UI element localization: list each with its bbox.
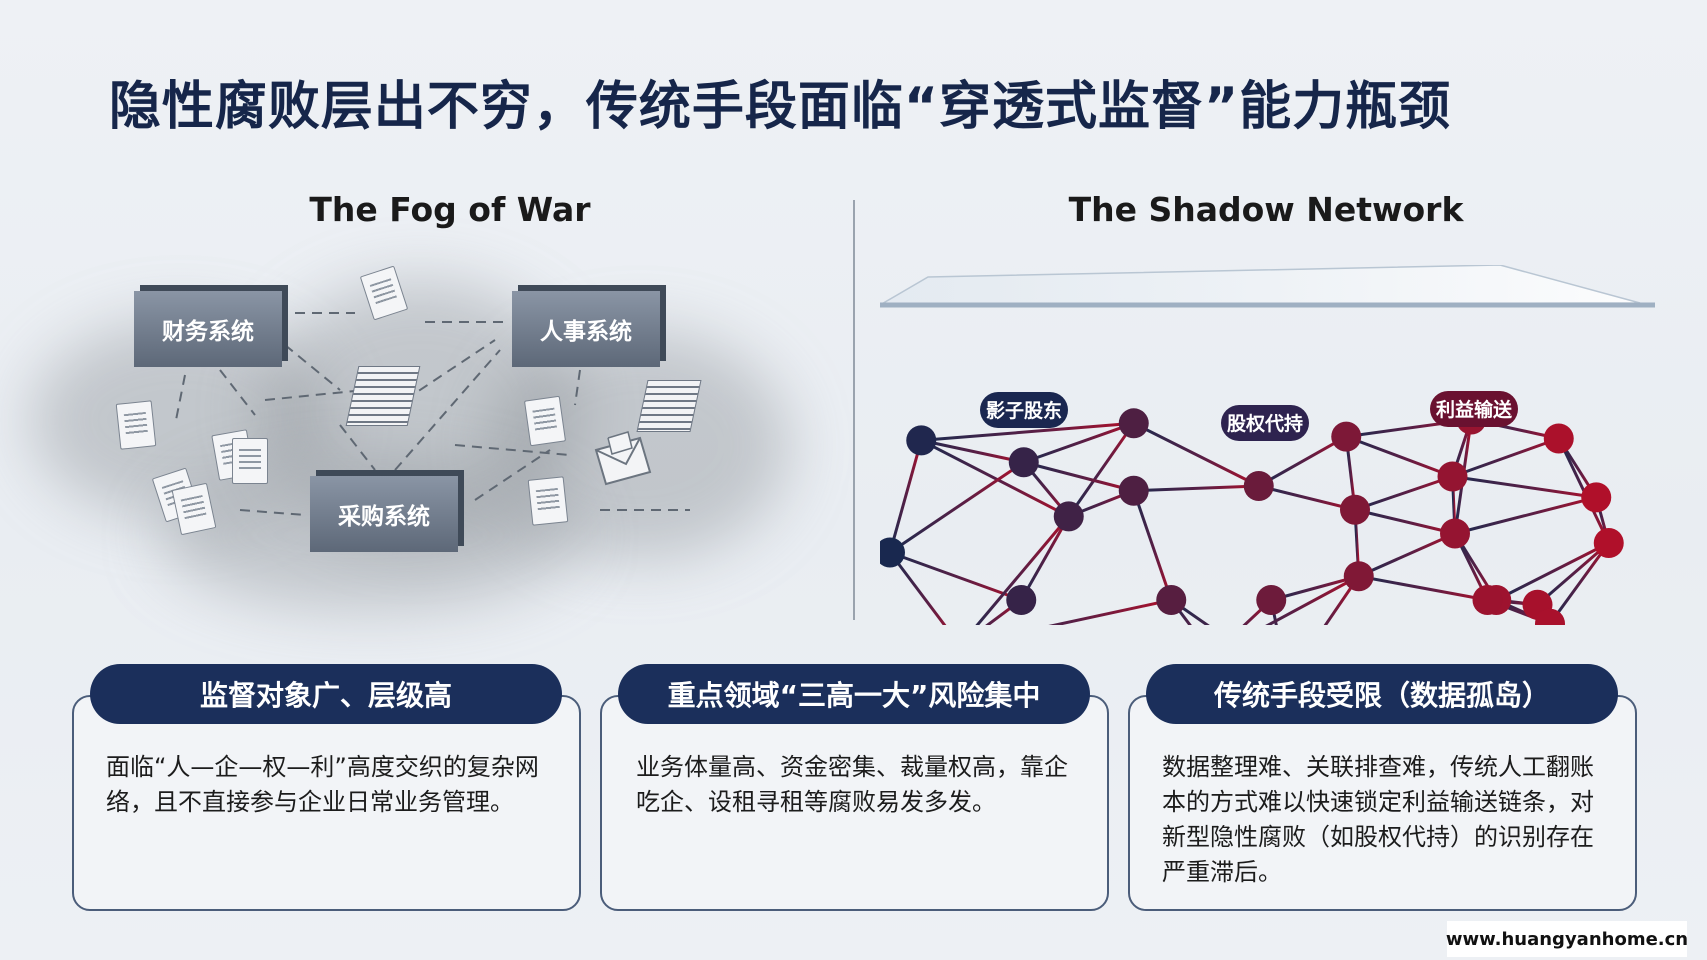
network-node bbox=[1243, 471, 1274, 501]
network-node bbox=[1543, 423, 1574, 454]
label-pill bbox=[1430, 391, 1518, 427]
page-title: 隐性腐败层出不穷，传统手段面临“穿透式监督”能力瓶颈 bbox=[108, 77, 1452, 137]
network-edge bbox=[1452, 475, 1597, 499]
network-node bbox=[1118, 408, 1149, 439]
card-key-areas-risk bbox=[600, 695, 1109, 911]
network-edge bbox=[1536, 541, 1610, 606]
network-edge bbox=[1133, 421, 1260, 488]
panel-divider bbox=[853, 200, 855, 620]
network-labels: 影子股东 股权代持 利益输送 bbox=[980, 391, 1518, 441]
document-stack-icon bbox=[345, 366, 421, 426]
network-edge bbox=[888, 439, 923, 553]
card-header-key-areas-risk: 重点领域“三高一大”风险集中 bbox=[618, 664, 1090, 724]
network-edge bbox=[975, 515, 1070, 625]
network-edge bbox=[1023, 460, 1135, 493]
network-node bbox=[1331, 421, 1362, 452]
finance-system-box: 财务系统 bbox=[134, 291, 282, 367]
network-edge bbox=[920, 439, 1070, 518]
card-traditional-limits bbox=[1128, 695, 1637, 911]
network-node bbox=[1008, 447, 1039, 478]
network-edge bbox=[1358, 532, 1456, 578]
network-edge bbox=[1019, 515, 1071, 601]
network-node bbox=[1256, 585, 1287, 615]
card-body-traditional-limits: 数据整理难、关联排查难，传统人工翻账本的方式难以快速锁定利益输送链条，对新型隐性… bbox=[1162, 753, 1594, 886]
site-watermark: www.huangyanhome.cn bbox=[1446, 921, 1688, 957]
network-edge bbox=[921, 421, 1134, 442]
network-edge bbox=[1345, 435, 1454, 478]
document-stack-icon bbox=[636, 380, 702, 432]
procurement-system-box: 采购系统 bbox=[310, 476, 458, 552]
network-edge bbox=[889, 551, 1022, 602]
fog-illustration: 财务系统 人事系统 采购系统 bbox=[10, 240, 840, 640]
network-edge bbox=[1451, 437, 1560, 478]
document-icon bbox=[115, 400, 157, 450]
network-edge bbox=[1323, 575, 1360, 625]
equity-proxy-label: 股权代持 bbox=[1227, 412, 1303, 435]
network-edge bbox=[1548, 542, 1610, 625]
network-node bbox=[1006, 585, 1037, 615]
shadow-shareholder-label: 影子股东 bbox=[986, 399, 1062, 422]
glass-plane bbox=[880, 265, 1641, 306]
document-icon bbox=[232, 438, 268, 484]
network-edge bbox=[1023, 421, 1135, 464]
network-edge bbox=[1258, 484, 1356, 512]
shadow-network-graph: 影子股东 股权代持 利益输送 bbox=[880, 265, 1655, 625]
network-node bbox=[1440, 518, 1470, 549]
card-body-key-areas-risk: 业务体量高、资金密集、裁量权高，靠企吃企、设租寻租等腐败易发多发。 bbox=[636, 753, 1068, 816]
network-node bbox=[880, 537, 905, 568]
network-edge bbox=[1048, 598, 1172, 625]
network-edge bbox=[920, 438, 1025, 464]
dashed-connections bbox=[174, 312, 690, 516]
network-node bbox=[906, 425, 937, 456]
network-node bbox=[1593, 528, 1624, 558]
document-icon bbox=[527, 476, 569, 526]
network-node bbox=[1156, 585, 1187, 615]
network-edge bbox=[1170, 598, 1210, 625]
card-header-supervision-scope: 监督对象广、层级高 bbox=[90, 664, 562, 724]
network-node bbox=[1340, 494, 1370, 525]
network-edge bbox=[1358, 574, 1488, 602]
network-node bbox=[1053, 501, 1084, 532]
document-icon bbox=[523, 395, 567, 447]
label-pill bbox=[980, 392, 1068, 428]
network-node bbox=[1472, 585, 1503, 615]
network-edge bbox=[1067, 422, 1135, 518]
card-supervision-scope bbox=[72, 695, 581, 911]
label-pill bbox=[1221, 405, 1309, 441]
card-header-traditional-limits: 传统手段受限（数据孤岛） bbox=[1146, 664, 1618, 724]
fog-panel-title: The Fog of War bbox=[309, 190, 591, 229]
network-edge bbox=[1132, 490, 1173, 601]
network-node bbox=[1437, 461, 1468, 492]
network-node bbox=[1581, 482, 1612, 513]
network-node bbox=[1535, 608, 1565, 625]
network-edge bbox=[1133, 484, 1259, 493]
network-edge bbox=[1270, 574, 1360, 602]
network-edge bbox=[1354, 508, 1456, 535]
shadow-panel-title: The Shadow Network bbox=[1068, 190, 1464, 229]
network-edge bbox=[1454, 495, 1597, 535]
benefit-transfer-label: 利益输送 bbox=[1436, 398, 1513, 421]
envelope-icon bbox=[594, 431, 652, 486]
network-node bbox=[1343, 561, 1374, 592]
hr-system-box: 人事系统 bbox=[512, 291, 660, 367]
network-edge bbox=[1258, 435, 1347, 488]
network-edge bbox=[1354, 475, 1453, 512]
network-node bbox=[1118, 475, 1149, 506]
network-edge bbox=[1495, 541, 1610, 602]
network-edge bbox=[889, 461, 1025, 554]
network-edge bbox=[1265, 574, 1360, 625]
card-body-supervision-scope: 面临“人—企—权—利”高度交织的复杂网络，且不直接参与企业日常业务管理。 bbox=[106, 753, 539, 816]
network-edge bbox=[888, 551, 947, 625]
